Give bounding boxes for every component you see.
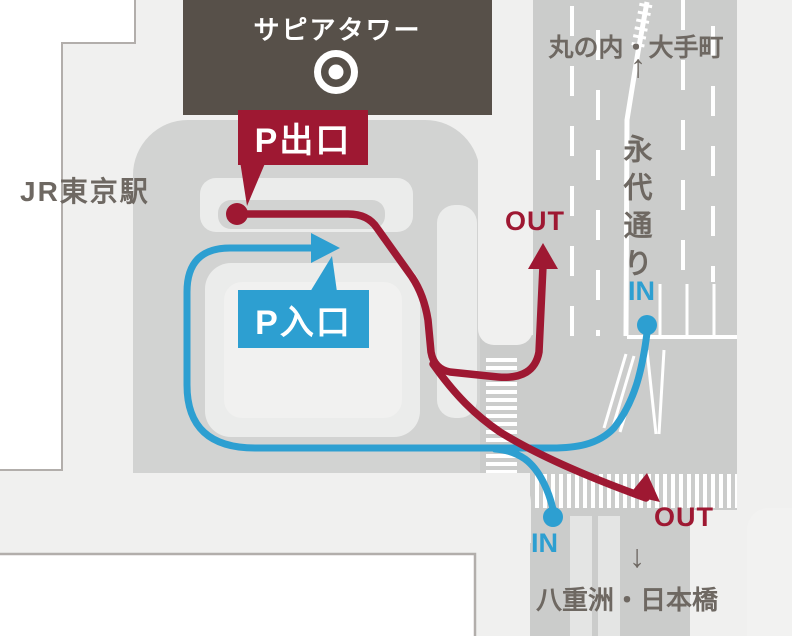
north-arrow-icon: ↑ (630, 48, 646, 84)
exit-route-southeast (429, 360, 650, 502)
exit-route-red (226, 161, 660, 502)
building-left (0, 0, 136, 471)
median-line (623, 1, 650, 337)
in-point-upper (637, 315, 657, 335)
lane-dash-line (681, 0, 685, 282)
exit-point (226, 203, 248, 225)
lane-bar (570, 516, 592, 636)
destination-bullseye-icon (314, 50, 358, 94)
in-upper-label: IN (628, 276, 655, 306)
entrance-route-blue (183, 233, 657, 527)
entrance-route-from-south (491, 445, 557, 513)
parking-exit-label: P出口 (254, 122, 352, 160)
entrance-route-main (183, 244, 651, 452)
in-point-lower (543, 507, 563, 527)
lane-dash-line (570, 6, 574, 336)
entrance-callout-tail (310, 256, 337, 292)
lane-bar (598, 516, 620, 636)
sidewalk-southwest (462, 473, 531, 543)
exit-arrowhead-up (528, 243, 558, 269)
white-buildings (0, 0, 477, 636)
north-destination-label: 丸の内・大手町 (548, 34, 724, 62)
out-lower-label: OUT (654, 502, 714, 532)
eitai-dori-street-label: 永代通り (619, 134, 651, 286)
sidewalk-southeast (690, 510, 740, 565)
out-upper-label: OUT (505, 206, 565, 236)
entrance-arrowhead (311, 233, 340, 263)
jr-tokyo-station-label: JR東京駅 (20, 176, 150, 207)
parking-entrance-label: P入口 (255, 303, 352, 342)
gore-marking (645, 349, 666, 435)
south-arrow-icon: ↓ (629, 538, 645, 574)
lane-dash-line (596, 30, 600, 336)
sapia-tower-building (183, 0, 492, 115)
in-lower-label: IN (531, 528, 558, 558)
south-destination-label: 八重洲・日本橋 (536, 585, 719, 615)
block-southeast-corner (747, 508, 792, 636)
sapia-tower-label: サピアタワー (253, 15, 422, 45)
lane-lines-ne (658, 284, 716, 336)
lane-dash-line (711, 26, 715, 282)
exit-callout-tail (240, 161, 266, 206)
parking-exit-callout: P出口 (238, 110, 368, 165)
building-bottom (0, 552, 477, 636)
parking-entrance-callout: P入口 (238, 290, 369, 348)
exit-route-north (234, 210, 547, 382)
exit-arrowhead-southeast (629, 473, 660, 502)
